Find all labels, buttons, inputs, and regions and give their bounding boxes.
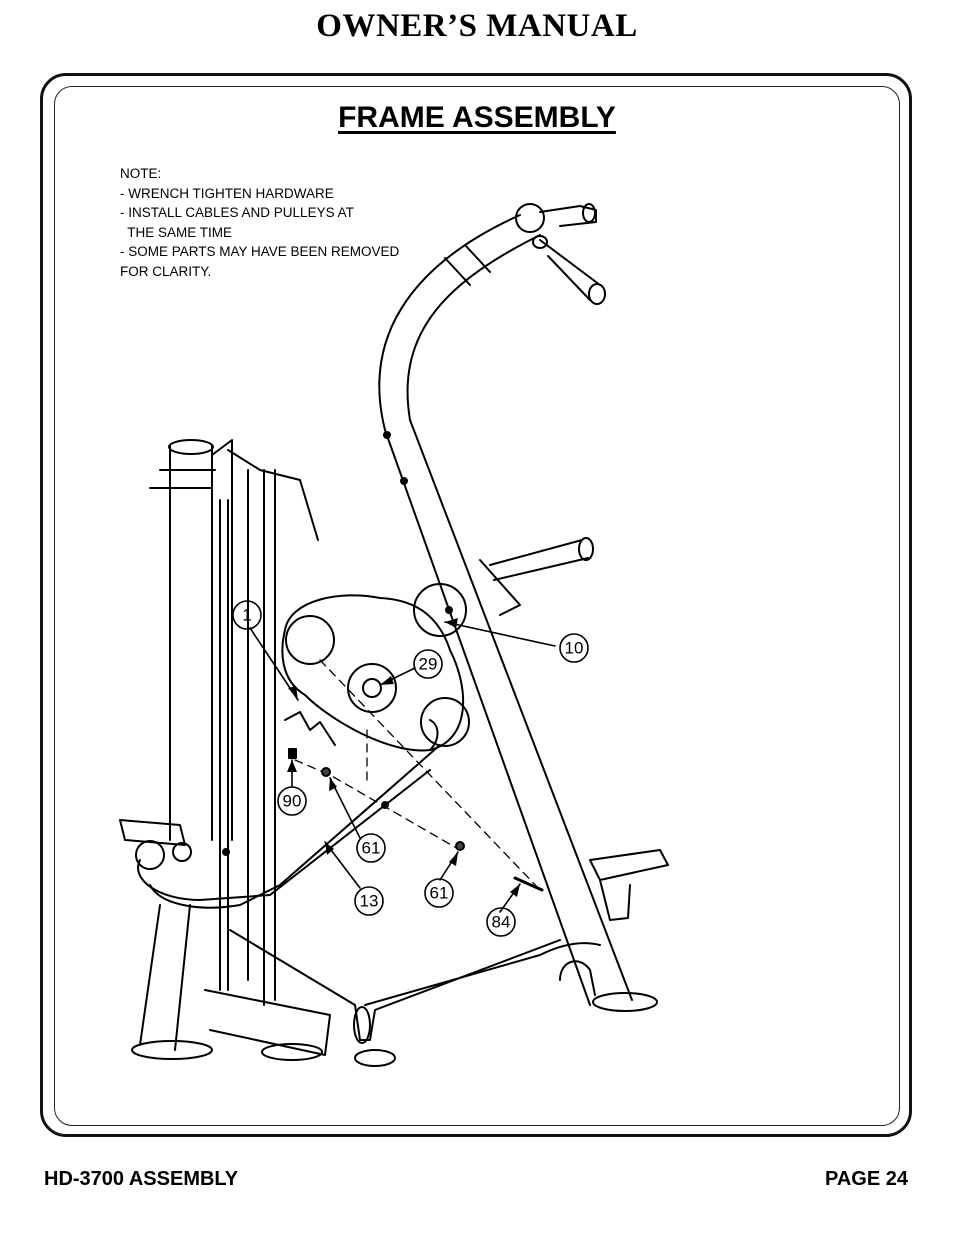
callout-29: 29 xyxy=(419,655,438,674)
note-line: FOR CLARITY. xyxy=(120,263,212,279)
note-line: NOTE: xyxy=(120,166,162,181)
callout-61-upper: 61 xyxy=(362,839,381,858)
pulley-plate xyxy=(281,583,470,752)
page-frame-inner xyxy=(54,86,900,1126)
section-title: FRAME ASSEMBLY xyxy=(338,101,616,134)
note-line: - WRENCH TIGHTEN HARDWARE xyxy=(120,185,334,201)
page-frame-outer xyxy=(40,73,912,1137)
vertical-column xyxy=(149,439,319,1006)
frame-assembly-drawing: 1 10 29 90 61 13 61 84 xyxy=(119,203,669,1067)
page-number: PAGE 24 xyxy=(825,1168,908,1190)
callout-circles xyxy=(232,600,589,937)
callout-1: 1 xyxy=(242,606,251,625)
arrow-heads xyxy=(287,618,520,897)
note-line: - SOME PARTS MAY HAVE BEEN REMOVED xyxy=(120,244,400,260)
hardware-parts xyxy=(222,431,544,892)
side-handle xyxy=(479,537,594,616)
leader-lines xyxy=(249,621,556,913)
assembly-notes: NOTE: - WRENCH TIGHTEN HARDWARE - INSTAL… xyxy=(120,164,440,282)
callout-13: 13 xyxy=(360,892,379,911)
callout-61-lower: 61 xyxy=(430,884,449,903)
callout-10: 10 xyxy=(565,639,584,658)
callout-84: 84 xyxy=(492,913,511,932)
note-line: THE SAME TIME xyxy=(120,224,233,240)
callout-90: 90 xyxy=(283,792,302,811)
assembly-guide-lines xyxy=(294,659,541,891)
model-label: HD-3700 ASSEMBLY xyxy=(44,1168,239,1190)
tall-arm-tube xyxy=(378,203,633,1006)
manual-title: OWNER’S MANUAL xyxy=(316,8,638,44)
note-line: - INSTALL CABLES AND PULLEYS AT xyxy=(120,205,354,221)
base-frame xyxy=(119,719,669,1067)
